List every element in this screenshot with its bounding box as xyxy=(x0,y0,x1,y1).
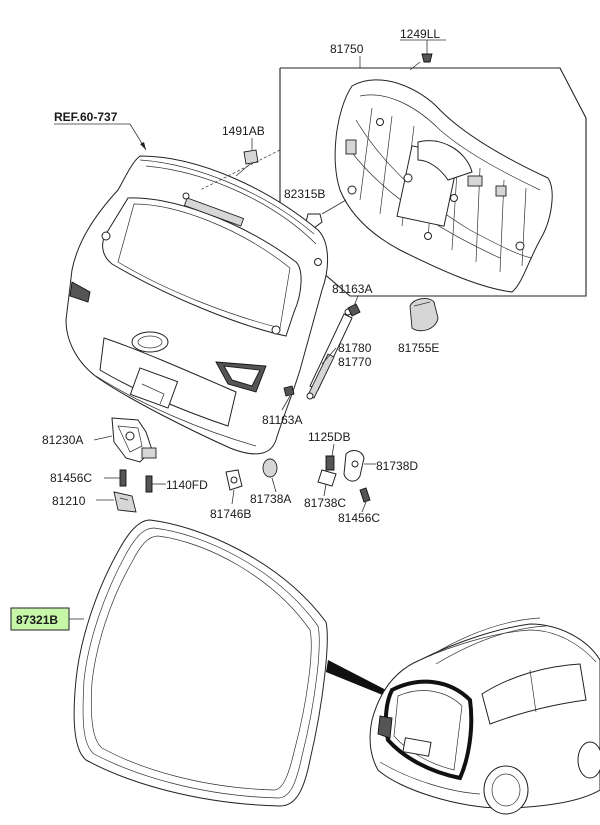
label-81750: 81750 xyxy=(330,42,364,56)
label-81738A: 81738A xyxy=(250,492,291,506)
tailgate-trim-panel xyxy=(334,79,553,293)
bolt-1249LL xyxy=(400,39,446,71)
label-81210: 81210 xyxy=(52,494,86,508)
label-81746B: 81746B xyxy=(210,507,251,521)
bracket-81210 xyxy=(96,491,137,513)
clip-1491AB xyxy=(235,138,259,177)
ball-stud-upper xyxy=(347,295,361,317)
label-81770: 81770 xyxy=(338,355,372,369)
ref-label: REF.60-737 xyxy=(54,110,118,124)
latch-81230A xyxy=(93,417,157,463)
label-1491AB: 1491AB xyxy=(222,124,265,138)
guide-81738C xyxy=(317,469,337,497)
label-81163A-upper: 81163A xyxy=(332,282,372,296)
cover-81755E xyxy=(409,298,439,332)
weatherstrip-87321B xyxy=(73,519,328,807)
label-82315B: 82315B xyxy=(284,187,325,201)
bolt-1140FD xyxy=(145,475,166,493)
label-81230A: 81230A xyxy=(42,433,83,447)
label-81780: 81780 xyxy=(338,341,372,355)
label-81738C: 81738C xyxy=(304,496,346,510)
label-1140FD: 1140FD xyxy=(166,478,208,492)
label-81163A-lower: 81163A xyxy=(262,413,302,427)
screw-81456C-right xyxy=(359,487,371,513)
tailgate-assembly xyxy=(65,155,329,455)
guide-81738D xyxy=(343,450,376,482)
vehicle-rear-view xyxy=(369,617,600,815)
stopper-81746B xyxy=(225,469,243,505)
pointer-arrow xyxy=(326,660,390,698)
label-87321B: 87321B xyxy=(16,613,58,627)
ball-stud-lower xyxy=(281,385,295,411)
label-81738D: 81738D xyxy=(376,459,418,473)
screw-81456C-left xyxy=(104,469,127,487)
label-1125DB: 1125DB xyxy=(308,430,350,444)
label-81755E: 81755E xyxy=(398,341,439,355)
label-81456C-right: 81456C xyxy=(338,511,380,525)
bumper-81738A xyxy=(262,458,278,493)
label-81456C-left: 81456C xyxy=(50,471,92,485)
ref-leader xyxy=(54,123,147,151)
clip-82315B xyxy=(305,199,347,229)
label-1249LL: 1249LL xyxy=(400,27,440,41)
screw-1125DB xyxy=(325,443,335,471)
